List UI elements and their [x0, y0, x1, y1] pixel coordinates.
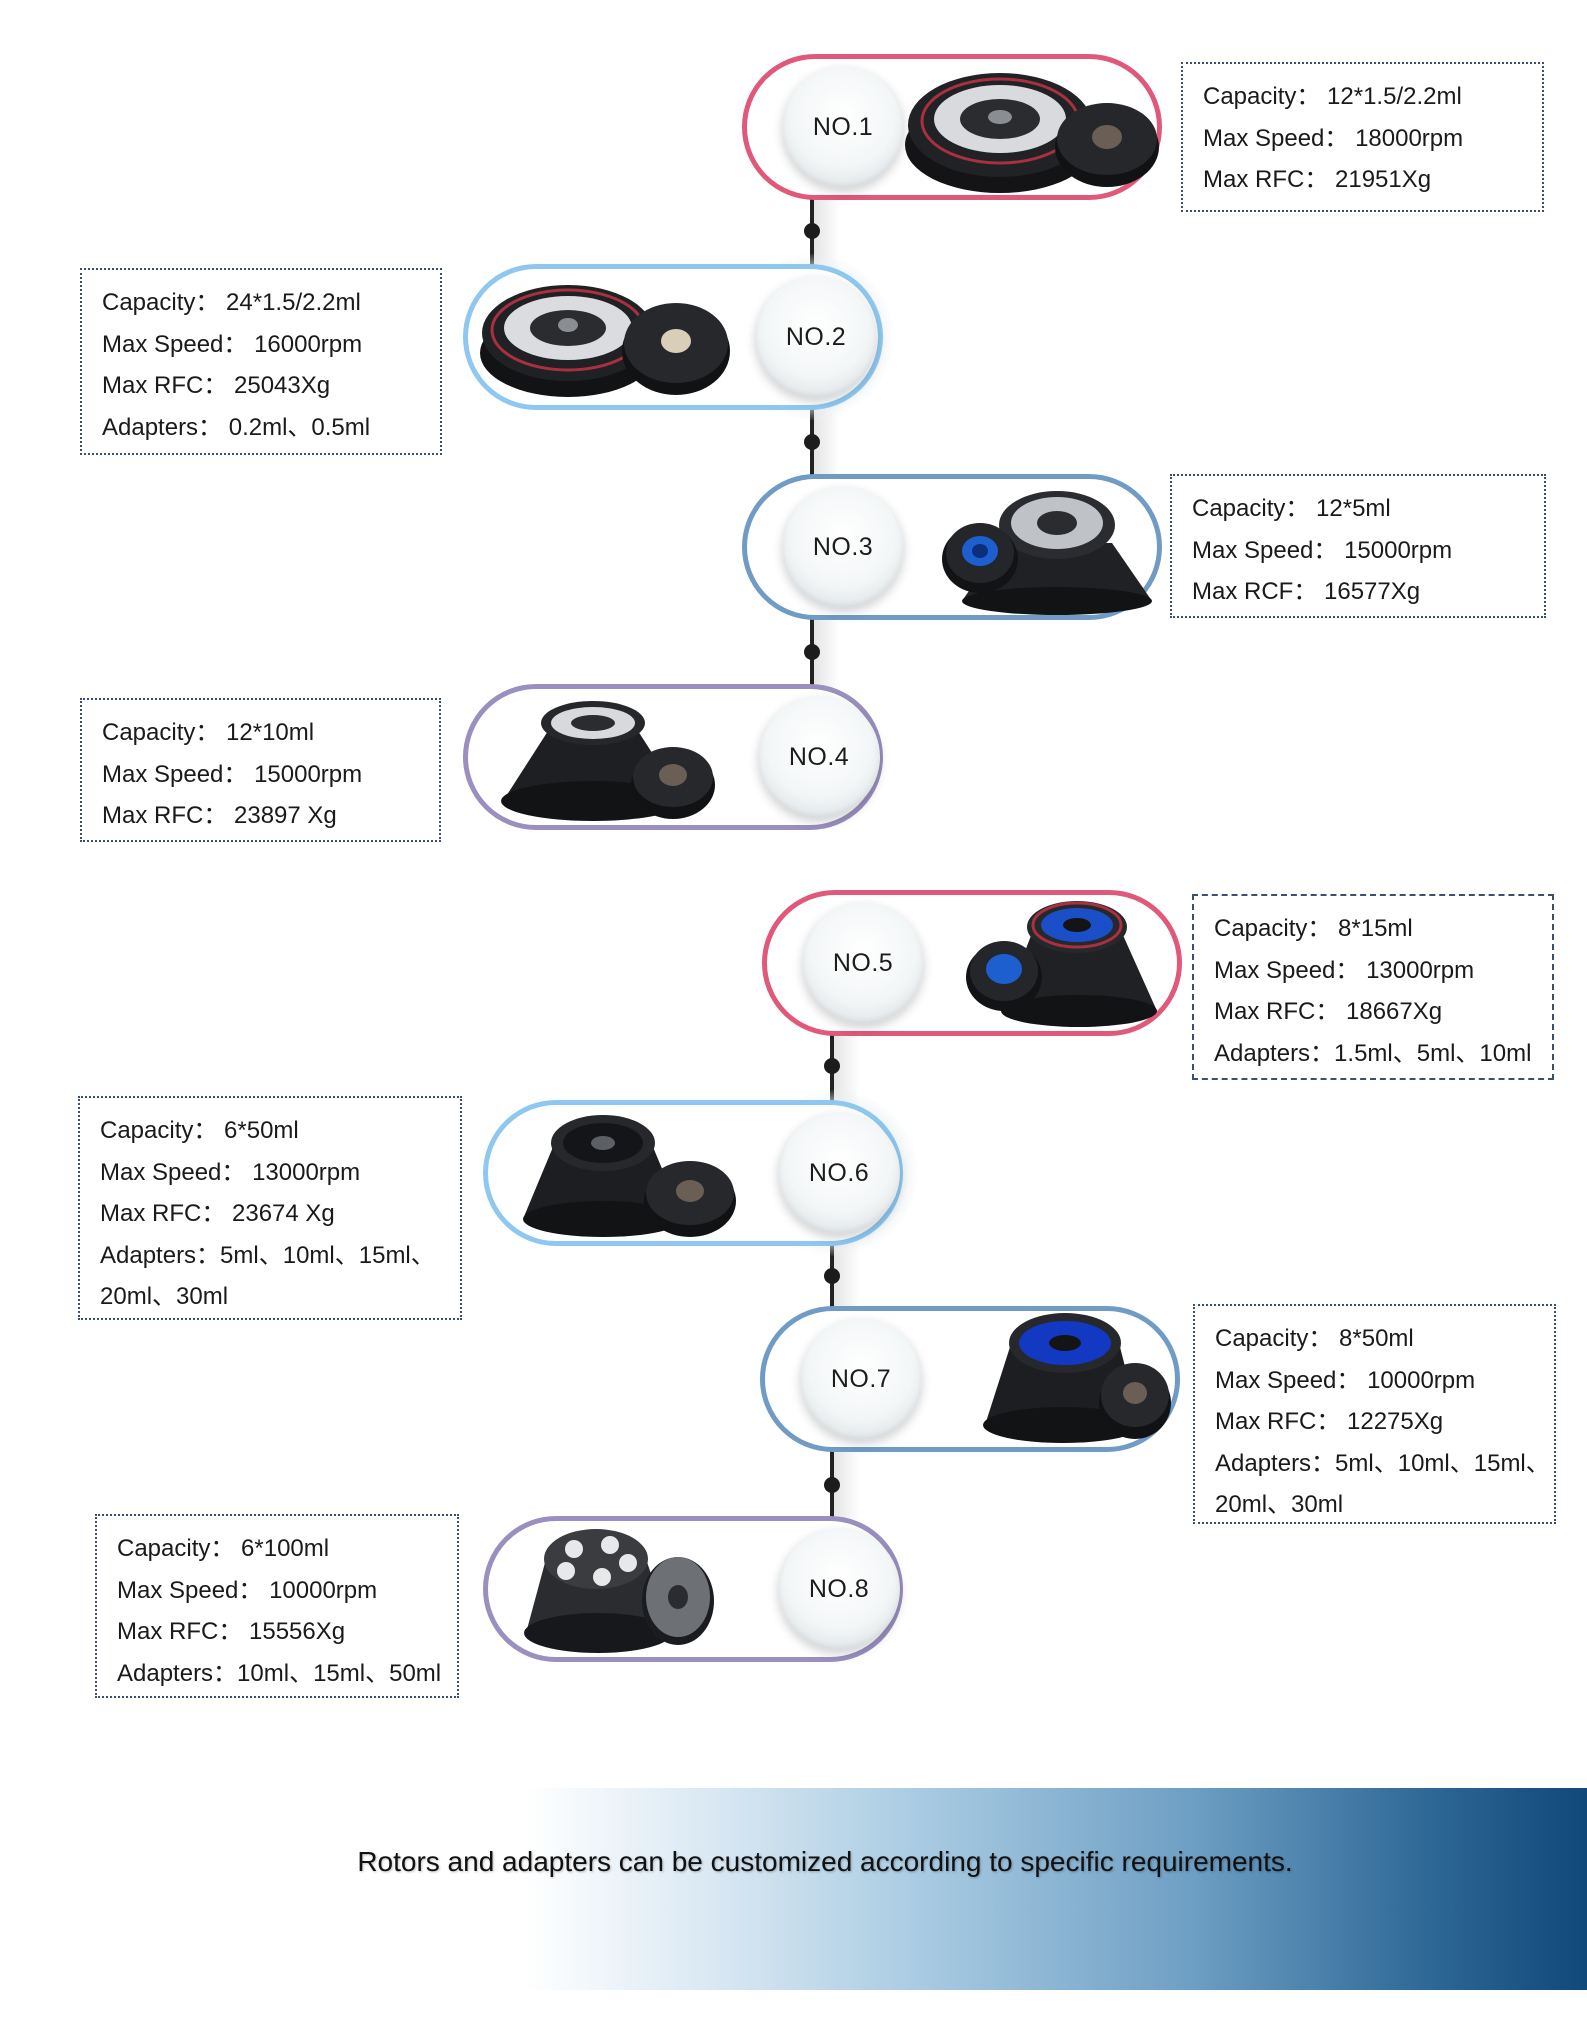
spec-max-speed: Max Speed： 13000rpm: [1214, 956, 1475, 984]
rotor-6-badge: NO.6: [778, 1112, 900, 1234]
rotor-2-frame: NO.2: [463, 264, 883, 410]
spec-adapters-cont: 20ml、30ml: [100, 1283, 229, 1310]
spec-adapters: Adapters：5ml、10ml、15ml、: [1215, 1449, 1550, 1477]
spec-max-rfc: Max RFC： 15556Xg: [117, 1618, 346, 1645]
rotor-2-specs: Capacity： 24*1.5/2.2ml Max Speed： 16000r…: [80, 268, 442, 455]
rotor-4-image: [501, 701, 715, 821]
rotor-6-specs: Capacity： 6*50ml Max Speed： 13000rpm Max…: [78, 1096, 462, 1320]
spec-adapters: Adapters：1.5ml、5ml、10ml: [1214, 1039, 1532, 1067]
timeline-dot: [824, 1268, 840, 1284]
spec-capacity: Capacity： 6*100ml: [117, 1535, 330, 1562]
rotor-8-specs: Capacity： 6*100ml Max Speed： 10000rpm Ma…: [95, 1514, 459, 1698]
spec-adapters-cont: 20ml、30ml: [1215, 1491, 1344, 1518]
spec-max-speed: Max Speed： 10000rpm: [1215, 1366, 1476, 1394]
rotor-5-badge: NO.5: [802, 902, 924, 1024]
rotor-4-badge: NO.4: [758, 696, 880, 818]
spec-max-speed: Max Speed： 13000rpm: [100, 1158, 361, 1186]
timeline-dot: [824, 1058, 840, 1074]
timeline-dot: [804, 434, 820, 450]
spec-capacity: Capacity： 8*50ml: [1215, 1325, 1414, 1352]
timeline-dot: [824, 1477, 840, 1493]
rotor-7-specs: Capacity： 8*50ml Max Speed： 10000rpm Max…: [1193, 1304, 1556, 1524]
spec-max-rfc: Max RFC： 23897 Xg: [102, 802, 337, 829]
rotor-1-badge: NO.1: [782, 66, 904, 188]
spec-max-rfc: Max RFC： 12275Xg: [1215, 1408, 1444, 1435]
spec-capacity: Capacity： 12*10ml: [102, 719, 315, 746]
spec-max-rfc: Max RFC： 21951Xg: [1203, 166, 1432, 193]
spec-max-speed: Max Speed： 16000rpm: [102, 330, 363, 358]
rotor-6-image: [523, 1115, 736, 1237]
rotor-2-badge: NO.2: [755, 276, 877, 398]
spec-max-speed: Max Speed： 15000rpm: [1192, 536, 1453, 564]
rotor-7-frame: NO.7: [760, 1306, 1180, 1452]
rotor-3-specs: Capacity： 12*5ml Max Speed： 15000rpm Max…: [1170, 474, 1546, 618]
rotor-8-badge: NO.8: [778, 1528, 900, 1650]
spec-capacity: Capacity： 24*1.5/2.2ml: [102, 289, 361, 316]
rotor-8-frame: NO.8: [483, 1516, 903, 1662]
timeline-dot: [804, 644, 820, 660]
rotor-4-frame: NO.4: [463, 684, 883, 830]
timeline-dot: [804, 223, 820, 239]
rotor-8-image: [524, 1529, 714, 1653]
spec-capacity: Capacity： 6*50ml: [100, 1117, 299, 1144]
spec-capacity: Capacity： 8*15ml: [1214, 915, 1413, 942]
spec-adapters: Adapters：10ml、15ml、50ml: [117, 1659, 442, 1687]
spec-max-rcf: Max RCF： 16577Xg: [1192, 578, 1421, 605]
rotor-7-image: [983, 1313, 1171, 1443]
rotor-6-frame: NO.6: [483, 1100, 903, 1246]
spec-max-speed: Max Speed： 10000rpm: [117, 1576, 378, 1604]
footer-banner: [0, 1788, 1587, 1990]
spec-max-rfc: Max RFC： 25043Xg: [102, 372, 331, 399]
rotor-7-badge: NO.7: [800, 1318, 922, 1440]
rotor-3-badge: NO.3: [782, 486, 904, 608]
footer-note: Rotors and adapters can be customized ac…: [357, 1846, 1293, 1877]
rotor-2-image: [480, 285, 730, 397]
spec-max-rfc: Max RFC： 18667Xg: [1214, 998, 1443, 1025]
spec-max-rfc: Max RFC： 23674 Xg: [100, 1200, 335, 1227]
spec-adapters: Adapters： 0.2ml、0.5ml: [102, 413, 371, 441]
spec-adapters: Adapters：5ml、10ml、15ml、: [100, 1241, 435, 1269]
rotor-3-image: [942, 491, 1152, 615]
rotor-5-image: [966, 901, 1157, 1027]
rotor-5-frame: NO.5: [762, 890, 1182, 1036]
rotor-1-image: [905, 73, 1159, 193]
spec-capacity: Capacity： 12*5ml: [1192, 495, 1391, 522]
spec-capacity: Capacity： 12*1.5/2.2ml: [1203, 83, 1462, 110]
rotor-1-specs: Capacity： 12*1.5/2.2ml Max Speed： 18000r…: [1181, 62, 1544, 212]
spec-max-speed: Max Speed： 15000rpm: [102, 760, 363, 788]
rotor-1-frame: NO.1: [742, 54, 1162, 200]
rotor-3-frame: NO.3: [742, 474, 1162, 620]
rotor-5-specs: Capacity： 8*15ml Max Speed： 13000rpm Max…: [1192, 894, 1554, 1080]
rotor-4-specs: Capacity： 12*10ml Max Speed： 15000rpm Ma…: [80, 698, 441, 842]
spec-max-speed: Max Speed： 18000rpm: [1203, 124, 1464, 152]
